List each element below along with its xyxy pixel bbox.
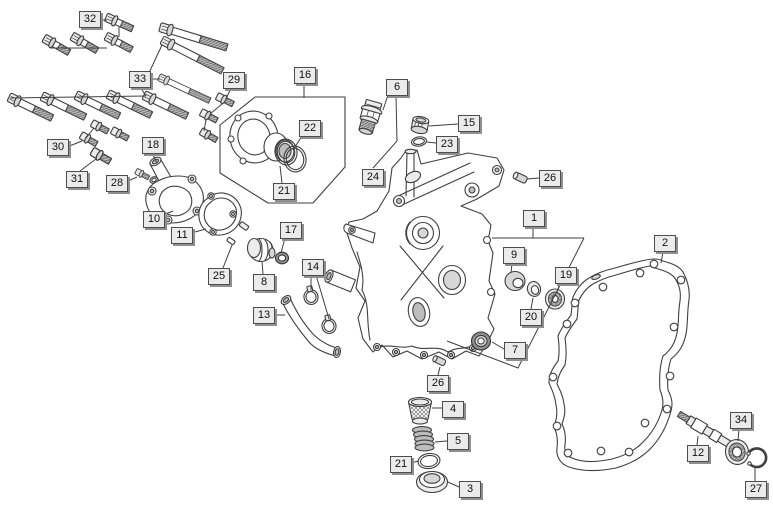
part-circlip (746, 447, 768, 469)
part-dowel-pin-top (512, 171, 528, 184)
leader-line-30 (85, 127, 95, 139)
part-oil-seal-7 (470, 331, 492, 351)
callout-27[interactable]: 27 (745, 481, 767, 498)
part-dowel-pin-bottom (432, 355, 447, 367)
leader-line-33 (139, 86, 147, 97)
leader-line-12 (696, 435, 699, 446)
leader-line-2 (660, 251, 664, 264)
part-hose-clamp-2 (321, 314, 337, 335)
part-bearing-34 (724, 438, 750, 466)
callout-19[interactable]: 19 (555, 267, 577, 284)
part-seal-rings (274, 138, 307, 173)
callout-28[interactable]: 28 (106, 175, 128, 192)
part-cover-gasket (548, 258, 690, 472)
callout-4[interactable]: 4 (442, 401, 464, 418)
leader-line-9 (510, 262, 513, 274)
leader-line-19 (556, 282, 561, 293)
callout-23[interactable]: 23 (436, 136, 458, 153)
callout-15[interactable]: 15 (458, 115, 480, 132)
leader-line-7 (491, 341, 505, 350)
part-cap (410, 115, 430, 135)
leader-line-3 (447, 481, 460, 488)
callout-21-bottom[interactable]: 21 (390, 456, 412, 473)
callout-21-top[interactable]: 21 (273, 183, 295, 200)
callout-33[interactable]: 33 (129, 71, 151, 88)
callout-12[interactable]: 12 (687, 445, 709, 462)
bolt-31 (88, 145, 114, 167)
callout-10[interactable]: 10 (143, 211, 165, 228)
leader-line-31 (79, 158, 97, 172)
leader-line-20 (530, 297, 534, 310)
cover-stub-pipe (324, 269, 357, 293)
leader-line-11 (190, 228, 207, 234)
leader-line-29 (209, 103, 223, 115)
leader-line-29 (225, 87, 232, 100)
callout-26-bottom[interactable]: 26 (427, 375, 449, 392)
leader-line-24 (372, 95, 398, 169)
part-washer-20 (526, 281, 542, 297)
part-water-pump-gasket (198, 192, 242, 236)
leader-line-25 (222, 244, 233, 269)
leader-line-5 (434, 440, 448, 443)
callout-8[interactable]: 8 (253, 274, 275, 291)
part-bearing-flange (227, 110, 295, 165)
part-oil-plug (358, 99, 383, 135)
callout-30[interactable]: 30 (47, 139, 69, 156)
part-crankcase-cover (324, 148, 505, 360)
bolt-group-30 (78, 118, 131, 149)
callout-32[interactable]: 32 (79, 11, 101, 28)
leader-line-26-bottom (437, 366, 441, 376)
leader-line-29 (203, 119, 207, 132)
callout-20[interactable]: 20 (520, 309, 542, 326)
part-impeller (246, 237, 276, 263)
callout-29[interactable]: 29 (223, 72, 245, 89)
part-o-ring-21 (417, 452, 441, 470)
part-oil-strainer (407, 396, 433, 425)
callout-31[interactable]: 31 (66, 171, 88, 188)
callout-18[interactable]: 18 (142, 137, 164, 154)
callout-5[interactable]: 5 (447, 433, 469, 450)
part-impeller-pins (226, 221, 250, 246)
leader-line-23 (426, 141, 437, 144)
callout-22[interactable]: 22 (299, 120, 321, 137)
leader-line-34 (737, 427, 740, 442)
callout-34[interactable]: 34 (730, 412, 752, 429)
leader-line-21-top (279, 165, 283, 184)
callout-17[interactable]: 17 (280, 222, 302, 239)
leader-line-33 (9, 95, 147, 99)
part-pump-seal (274, 251, 290, 265)
leader-line-26-top (526, 177, 540, 180)
part-o-ring-23 (410, 136, 428, 147)
part-bushing-9 (504, 270, 526, 292)
callout-7[interactable]: 7 (504, 342, 526, 359)
part-drain-cap (415, 470, 449, 494)
callout-25[interactable]: 25 (208, 268, 230, 285)
leader-line-15 (428, 123, 459, 127)
part-spring (411, 426, 435, 452)
part-flange-enclosure (219, 96, 346, 204)
leader-line-14 (315, 274, 330, 320)
callout-13[interactable]: 13 (253, 307, 275, 324)
callout-9[interactable]: 9 (503, 247, 525, 264)
callout-6[interactable]: 6 (386, 79, 408, 96)
leader-line-22 (292, 135, 303, 151)
callout-24[interactable]: 24 (362, 169, 384, 186)
leader-line-18 (151, 152, 158, 164)
callout-16[interactable]: 16 (294, 67, 316, 84)
callout-1[interactable]: 1 (523, 210, 545, 227)
leader-line-33 (147, 44, 163, 76)
callout-11[interactable]: 11 (171, 227, 193, 244)
part-bearing-19 (544, 288, 566, 310)
leader-line-6 (382, 94, 389, 111)
leader-line-8 (261, 260, 264, 275)
leader-line-30 (66, 140, 83, 148)
callout-26-top[interactable]: 26 (539, 170, 561, 187)
leader-line-17 (280, 237, 286, 254)
callout-3[interactable]: 3 (459, 481, 481, 498)
callout-2[interactable]: 2 (654, 235, 676, 252)
part-water-hose (280, 295, 342, 359)
callout-14[interactable]: 14 (302, 259, 324, 276)
